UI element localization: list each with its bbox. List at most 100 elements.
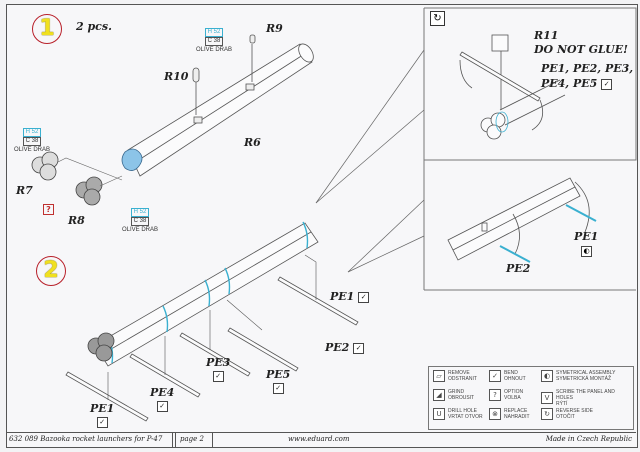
paint-code-h: H 52 — [204, 28, 224, 37]
paint-callout-1: H 52 C 38 OLIVE DRAB — [196, 28, 232, 54]
page-footer: 632 089 Bazooka rocket launchers for P-4… — [6, 432, 636, 447]
step2-label-pe1-upper: PE1 ✓ — [330, 290, 370, 303]
bend-icon: ✓ — [489, 370, 501, 382]
step-2-marker: 2 — [36, 256, 66, 286]
bend-icon: ✓ — [96, 416, 108, 428]
paint-code-c: C 38 — [130, 217, 150, 226]
step2-label-pe1-lower: PE1 ✓ — [90, 402, 114, 428]
website-link[interactable]: www.eduard.com — [288, 435, 350, 443]
part-r8-step2 — [87, 332, 115, 362]
pe4-text: PE4 — [150, 386, 175, 399]
footer-divider — [212, 433, 213, 447]
paint-code-h: H 52 — [22, 128, 42, 137]
assembly-arrows — [107, 254, 317, 400]
pe-list-line2-text: PE4, PE5 — [541, 77, 598, 90]
step2-label-pe4: PE4 ✓ — [150, 386, 174, 412]
pe3-text: PE3 — [206, 356, 231, 369]
page-number: page 2 — [180, 435, 204, 443]
pe5-text: PE5 — [266, 368, 291, 381]
paint-code-h: H 52 — [130, 208, 150, 217]
kit-title: Bazooka rocket launchers for P-47 — [40, 435, 163, 443]
part-r8 — [75, 176, 103, 206]
paint-callout-3: H 52 C 38 OLIVE DRAB — [122, 208, 158, 234]
step-1-marker: 1 — [32, 14, 62, 44]
grind-icon: ◢ — [433, 389, 445, 401]
scribe-icon: V — [541, 392, 553, 404]
paint-code-c: C 38 — [204, 37, 224, 46]
callout-lines — [315, 49, 425, 273]
pe-list-line2: PE4, PE5 ✓ — [541, 77, 613, 90]
bend-icon: ✓ — [272, 382, 284, 394]
detail-label-pe1: PE1 — [574, 230, 599, 243]
paint-name: OLIVE DRAB — [196, 47, 233, 53]
bend-icon: ✓ — [212, 370, 224, 382]
detail-r11-illustration — [459, 34, 566, 140]
pe1-text: PE1 — [330, 290, 355, 303]
footer-divider — [172, 433, 173, 447]
footer-divider — [175, 433, 176, 447]
footer-kit-title: 632 089 Bazooka rocket launchers for P-4… — [9, 435, 169, 443]
reverse-side-icon: ↻ — [430, 11, 445, 26]
paint-callout-2: H 52 C 38 OLIVE DRAB — [14, 128, 50, 154]
part-label-r6: R6 — [244, 136, 261, 149]
bend-icon: ✓ — [601, 78, 613, 90]
paint-code-c: C 38 — [22, 137, 42, 146]
detail-pe-illustration — [447, 177, 597, 263]
paint-name: OLIVE DRAB — [14, 147, 51, 153]
part-label-r7: R7 — [16, 184, 33, 197]
leader-lines-step1 — [57, 157, 123, 187]
step2-label-pe5: PE5 ✓ — [266, 368, 290, 394]
bend-icon: ✓ — [358, 291, 370, 303]
part-label-r11: R11 — [534, 29, 559, 42]
part-r6-end-cap — [121, 148, 143, 171]
option-icon: ? — [43, 204, 54, 215]
detail-box-top — [423, 7, 637, 291]
mounts-step1 — [192, 34, 256, 124]
step2-label-pe2: PE2 ✓ — [325, 341, 365, 354]
part-label-r8: R8 — [68, 214, 85, 227]
symmetrical-icon: ◐ — [581, 246, 592, 257]
step2-label-pe3: PE3 ✓ — [206, 356, 230, 382]
rocket-tube-r6 — [127, 43, 314, 177]
part-label-r9: R9 — [266, 22, 283, 35]
option-icon: ? — [489, 389, 501, 401]
drill-icon: U — [433, 408, 445, 420]
pe-strips — [65, 276, 359, 422]
replace-icon: ⊗ — [489, 408, 501, 420]
kit-number: 632 089 — [9, 435, 38, 443]
origin-label: Made in Czech Republic — [545, 435, 632, 443]
part-label-r10: R10 — [164, 70, 189, 83]
part-r7 — [31, 151, 59, 181]
paint-name: OLIVE DRAB — [122, 227, 159, 233]
bend-icon: ✓ — [353, 342, 365, 354]
quantity-label: 2 pcs. — [76, 20, 112, 33]
detail-label-pe2: PE2 — [506, 262, 531, 275]
remove-icon: ▱ — [433, 370, 445, 382]
pe-list-line1: PE1, PE2, PE3, — [541, 62, 634, 75]
do-not-glue-warning: DO NOT GLUE! — [534, 43, 628, 56]
pe2-text: PE2 — [325, 341, 350, 354]
rocket-tube-step2 — [94, 221, 319, 367]
bend-icon: ✓ — [156, 400, 168, 412]
pe1-lower-text: PE1 — [90, 402, 115, 415]
reverse-side-icon: ↻ — [541, 408, 553, 420]
